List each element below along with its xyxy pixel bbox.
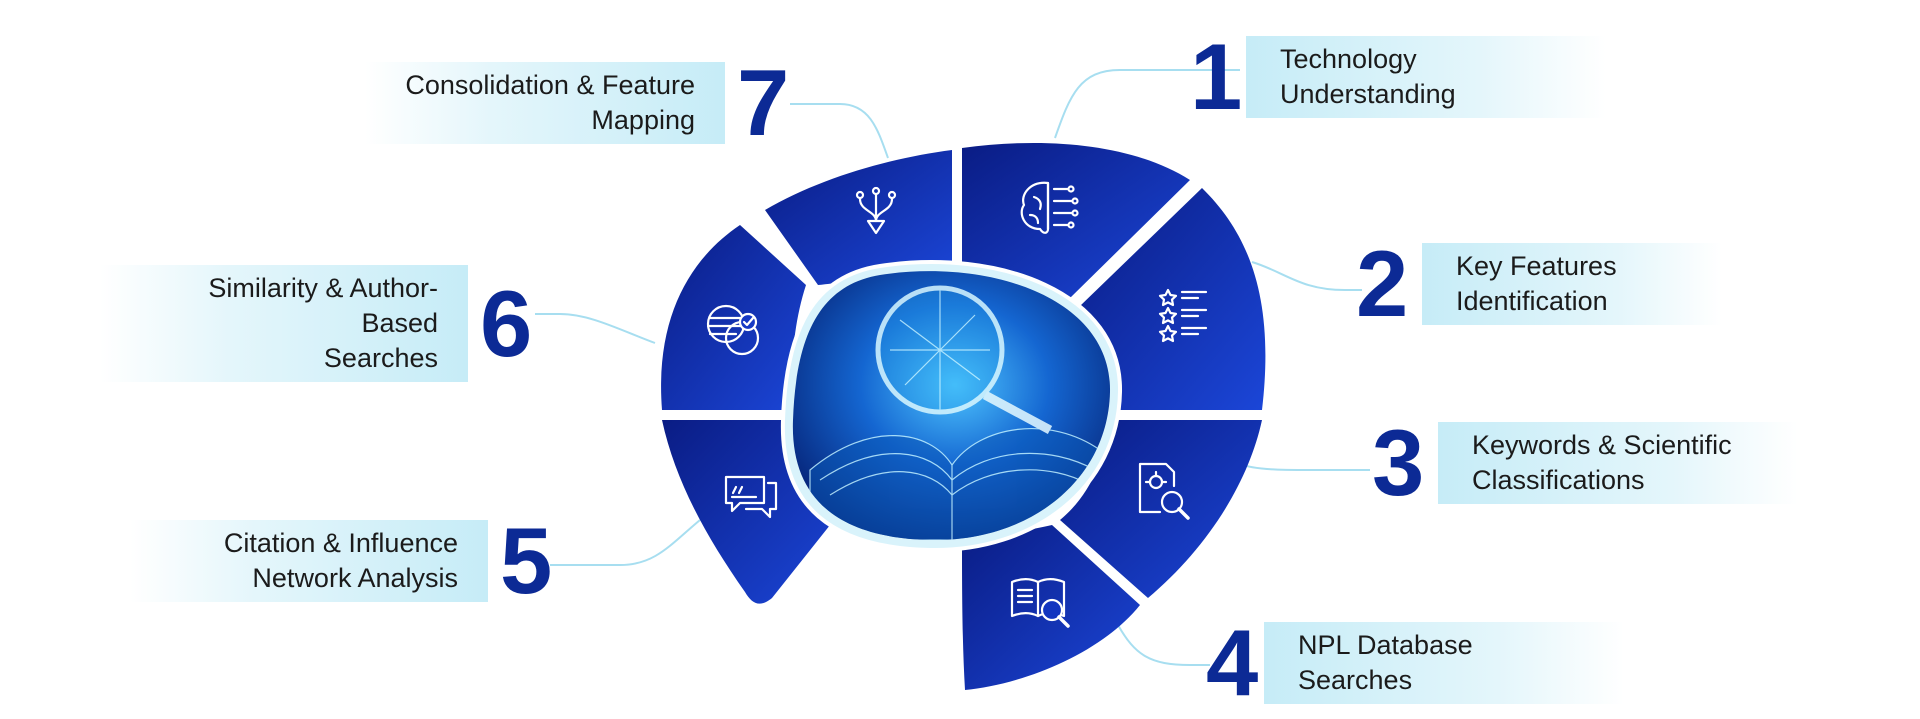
star-checklist-icon	[1158, 288, 1208, 343]
chat-quote-icon	[724, 475, 778, 519]
leader-line-2	[1251, 261, 1362, 291]
step-5-callout: Citation & Influence Network Analysis 5	[130, 514, 560, 608]
step-5-label: Citation & Influence Network Analysis	[130, 520, 488, 602]
leader-line-3	[1235, 461, 1370, 471]
step-1-callout: 1 Technology Understanding	[1190, 30, 1606, 124]
step-2-label: Key Features Identification	[1422, 243, 1722, 325]
brain-circuit-icon	[1020, 181, 1079, 234]
leader-line-7	[790, 103, 889, 159]
segment-icons	[706, 181, 1208, 628]
step-6-callout: Similarity & Author-Based Searches 6	[100, 265, 540, 382]
leader-line-1	[1054, 69, 1240, 139]
step-2-callout: 2 Key Features Identification	[1356, 237, 1722, 331]
step-7-number: 7	[737, 50, 789, 155]
step-5-number: 5	[500, 508, 552, 613]
segment-7	[765, 150, 952, 285]
segment-3	[1060, 420, 1262, 598]
step-3-callout: 3 Keywords & Scientific Classifications	[1372, 416, 1798, 510]
segment-1	[962, 142, 1190, 298]
magnifier-over-book-icon	[809, 285, 1101, 541]
step-6-number: 6	[480, 270, 532, 376]
leader-line-4	[1117, 624, 1210, 666]
step-6-label: Similarity & Author-Based Searches	[100, 265, 468, 382]
step-3-number: 3	[1372, 410, 1424, 515]
step-3-label: Keywords & Scientific Classifications	[1438, 422, 1798, 504]
step-4-number: 4	[1206, 610, 1258, 715]
book-search-icon	[1010, 577, 1070, 628]
leader-line-6	[535, 313, 656, 344]
overlap-check-icon	[706, 304, 760, 356]
step-2-number: 2	[1356, 231, 1408, 336]
center-photo	[780, 260, 1123, 553]
step-7-callout: Consolidation & Feature Mapping 7	[365, 56, 801, 150]
step-1-number: 1	[1190, 24, 1242, 129]
leader-line-5	[550, 519, 701, 566]
step-4-label: NPL Database Searches	[1264, 622, 1624, 704]
step-7-label: Consolidation & Feature Mapping	[365, 62, 725, 144]
document-search-icon	[1138, 462, 1190, 520]
merge-arrow-icon	[855, 186, 897, 235]
step-1-label: Technology Understanding	[1246, 36, 1606, 118]
step-4-callout: 4 NPL Database Searches	[1206, 616, 1624, 710]
